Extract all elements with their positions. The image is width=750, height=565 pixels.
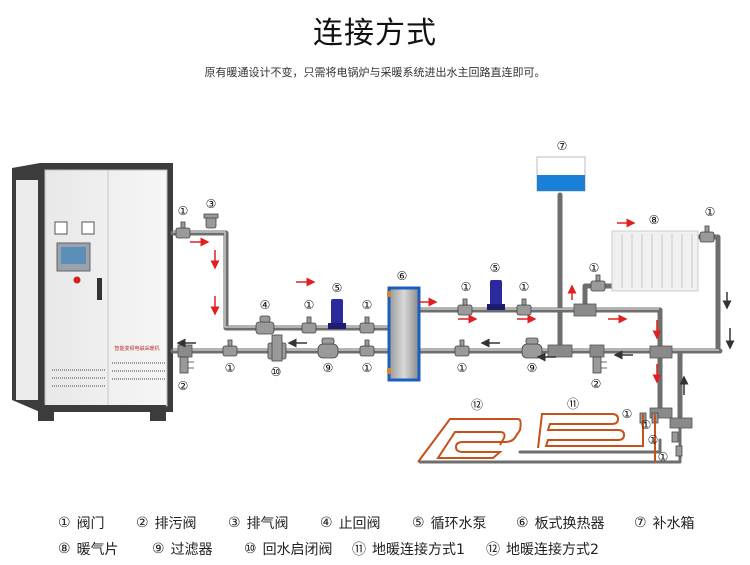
callout-valve: ① bbox=[461, 280, 472, 294]
flow-arrows bbox=[176, 218, 735, 395]
valve-icon bbox=[175, 221, 191, 239]
stop-button-icon bbox=[73, 276, 81, 284]
callout-filter: ⑨ bbox=[323, 361, 334, 375]
callout-return-valve: ⑩ bbox=[271, 365, 282, 379]
callout-valve: ① bbox=[658, 450, 669, 464]
boiler-label: 智能变频电磁采暖机 bbox=[114, 345, 159, 352]
page-subtitle: 原有暖通设计不变，只需将电锅炉与采暖系统进出水主回路直连即可。 bbox=[204, 66, 546, 79]
tee-fitting bbox=[649, 407, 673, 419]
tee-fitting bbox=[669, 417, 693, 429]
valve-icon bbox=[454, 339, 470, 357]
valve-icon bbox=[457, 298, 473, 316]
tee-fitting bbox=[649, 345, 673, 359]
tee-fitting bbox=[547, 344, 573, 358]
valve-icon bbox=[671, 431, 683, 457]
callout-valve: ① bbox=[641, 418, 652, 432]
callout-labels: ① ③ ④ ① ⑤ ① ⑥ ① ⑤ ① ⑦ ⑧ ① ① ② ① ⑩ ⑨ ① ① … bbox=[178, 139, 716, 464]
callout-tank: ⑦ bbox=[557, 139, 568, 153]
callout-filter: ⑨ bbox=[527, 361, 538, 375]
valve-icon bbox=[359, 316, 375, 334]
callout-valve: ① bbox=[589, 261, 600, 275]
makeup-water-tank bbox=[536, 156, 586, 192]
callout-valve: ① bbox=[225, 361, 236, 375]
valve-icon bbox=[222, 339, 238, 357]
circulation-pump-icon bbox=[487, 280, 505, 310]
air-vent-icon bbox=[203, 213, 219, 229]
callout-pump: ⑤ bbox=[332, 281, 343, 295]
valve-icon bbox=[699, 225, 715, 243]
callout-heat-exchanger: ⑥ bbox=[397, 269, 408, 283]
check-valve-icon bbox=[255, 315, 275, 335]
callout-valve: ① bbox=[362, 298, 373, 312]
drain-valve-icon bbox=[592, 356, 607, 374]
callout-drain-valve: ② bbox=[178, 379, 189, 393]
floor-heating-loop-2 bbox=[417, 418, 522, 463]
callout-valve: ① bbox=[622, 407, 633, 421]
callout-air-vent: ③ bbox=[206, 197, 217, 211]
callout-valve: ① bbox=[648, 433, 659, 447]
callout-valve: ① bbox=[705, 205, 716, 219]
callout-valve: ① bbox=[519, 280, 530, 294]
callout-valve: ① bbox=[178, 204, 189, 218]
return-valve-icon bbox=[267, 334, 287, 362]
drain-valve-icon bbox=[179, 356, 194, 374]
callout-floor-heating-1: ⑪ bbox=[567, 397, 579, 411]
plate-heat-exchanger bbox=[387, 286, 421, 382]
valve-icon bbox=[516, 298, 532, 316]
heating-connection-diagram: 智能变频电磁采暖机 bbox=[12, 139, 735, 464]
callout-pump: ⑤ bbox=[490, 261, 501, 275]
floor-heating-loop-1 bbox=[537, 413, 656, 462]
radiator bbox=[611, 230, 699, 292]
gauge-left-icon bbox=[54, 221, 68, 235]
gauge-right-icon bbox=[81, 221, 95, 235]
callout-drain-valve: ② bbox=[591, 377, 602, 391]
callout-valve: ① bbox=[362, 361, 373, 375]
callout-valve: ① bbox=[457, 361, 468, 375]
tee-fitting bbox=[589, 344, 605, 358]
callout-check-valve: ④ bbox=[260, 298, 271, 312]
tee-fitting bbox=[573, 303, 597, 317]
circulation-pump-icon bbox=[328, 299, 346, 329]
filter-icon bbox=[317, 337, 339, 359]
valve-icon bbox=[301, 316, 317, 334]
page-title: 连接方式 bbox=[313, 16, 437, 51]
callout-floor-heating-2: ⑫ bbox=[471, 398, 483, 412]
electric-boiler-cabinet: 智能变频电磁采暖机 bbox=[12, 163, 173, 421]
callout-radiator: ⑧ bbox=[649, 213, 660, 227]
valve-icon bbox=[590, 274, 606, 292]
filter-icon bbox=[521, 337, 543, 359]
tee-fitting bbox=[177, 344, 193, 358]
callout-valve: ① bbox=[304, 298, 315, 312]
valve-icon bbox=[359, 339, 375, 357]
